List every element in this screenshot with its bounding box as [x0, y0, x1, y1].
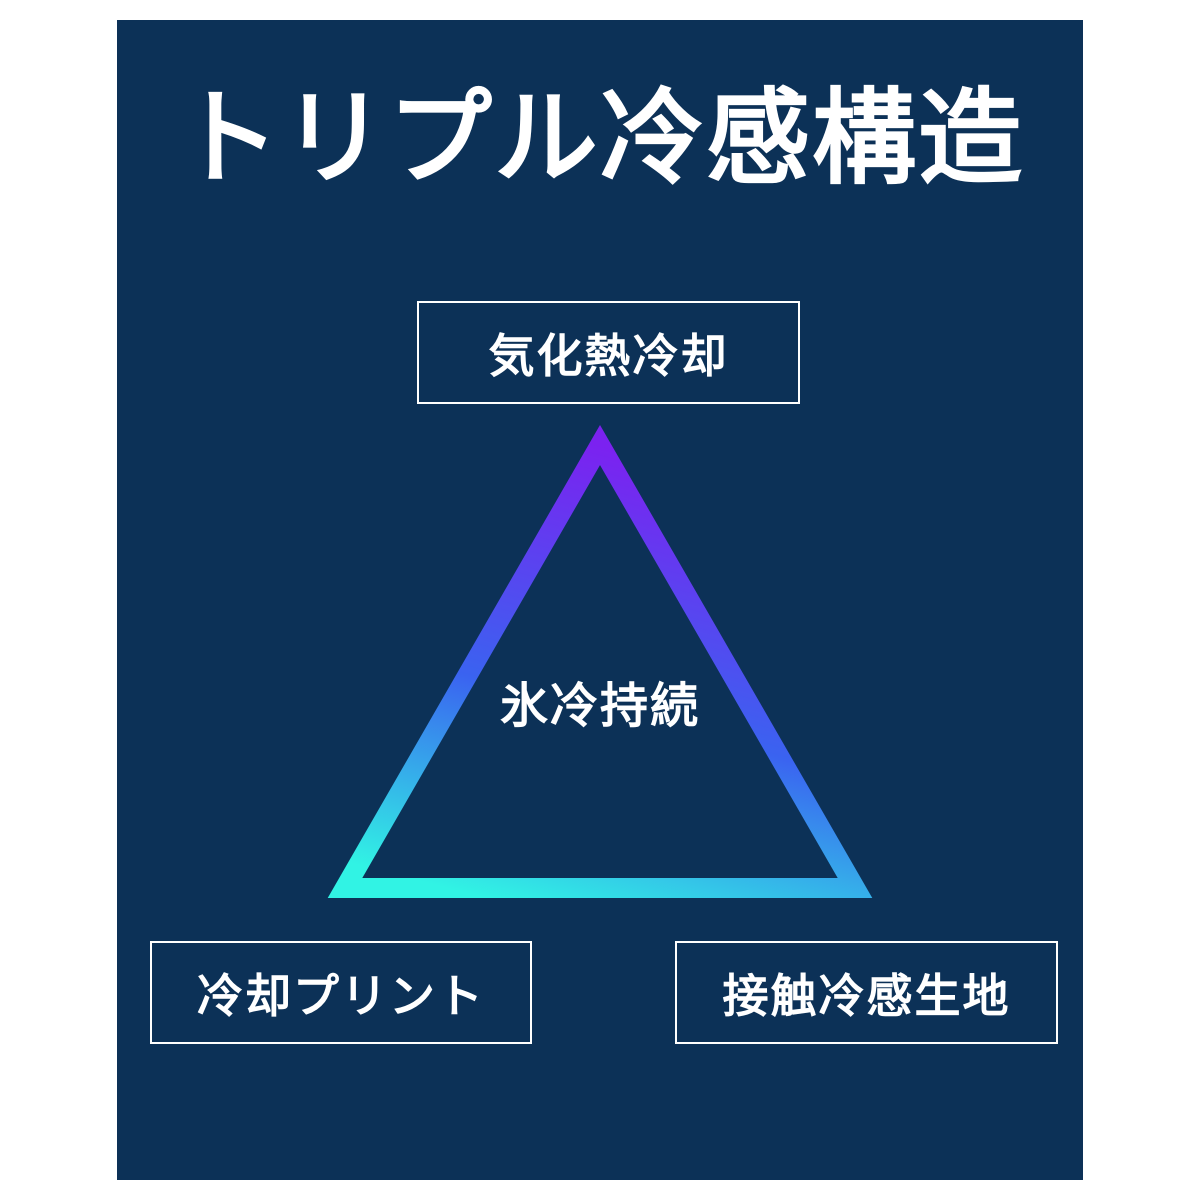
node-top-box: 気化熱冷却: [417, 301, 800, 404]
node-bottom-left-box: 冷却プリント: [150, 941, 532, 1044]
node-bottom-left-label: 冷却プリント: [197, 968, 485, 1023]
node-center-label: 氷冷持続: [499, 678, 700, 734]
diagram-panel: トリプル冷感構造 気化熱冷却 氷冷持続 冷却プリント 接触冷感生地: [117, 20, 1083, 1180]
node-bottom-right-label: 接触冷感生地: [722, 968, 1011, 1023]
triangle-diagram: [327, 424, 873, 898]
node-bottom-right-box: 接触冷感生地: [675, 941, 1058, 1044]
page-title: トリプル冷感構造: [175, 77, 1024, 199]
triangle-outline: [327, 424, 873, 898]
node-top-label: 気化熱冷却: [488, 328, 729, 383]
